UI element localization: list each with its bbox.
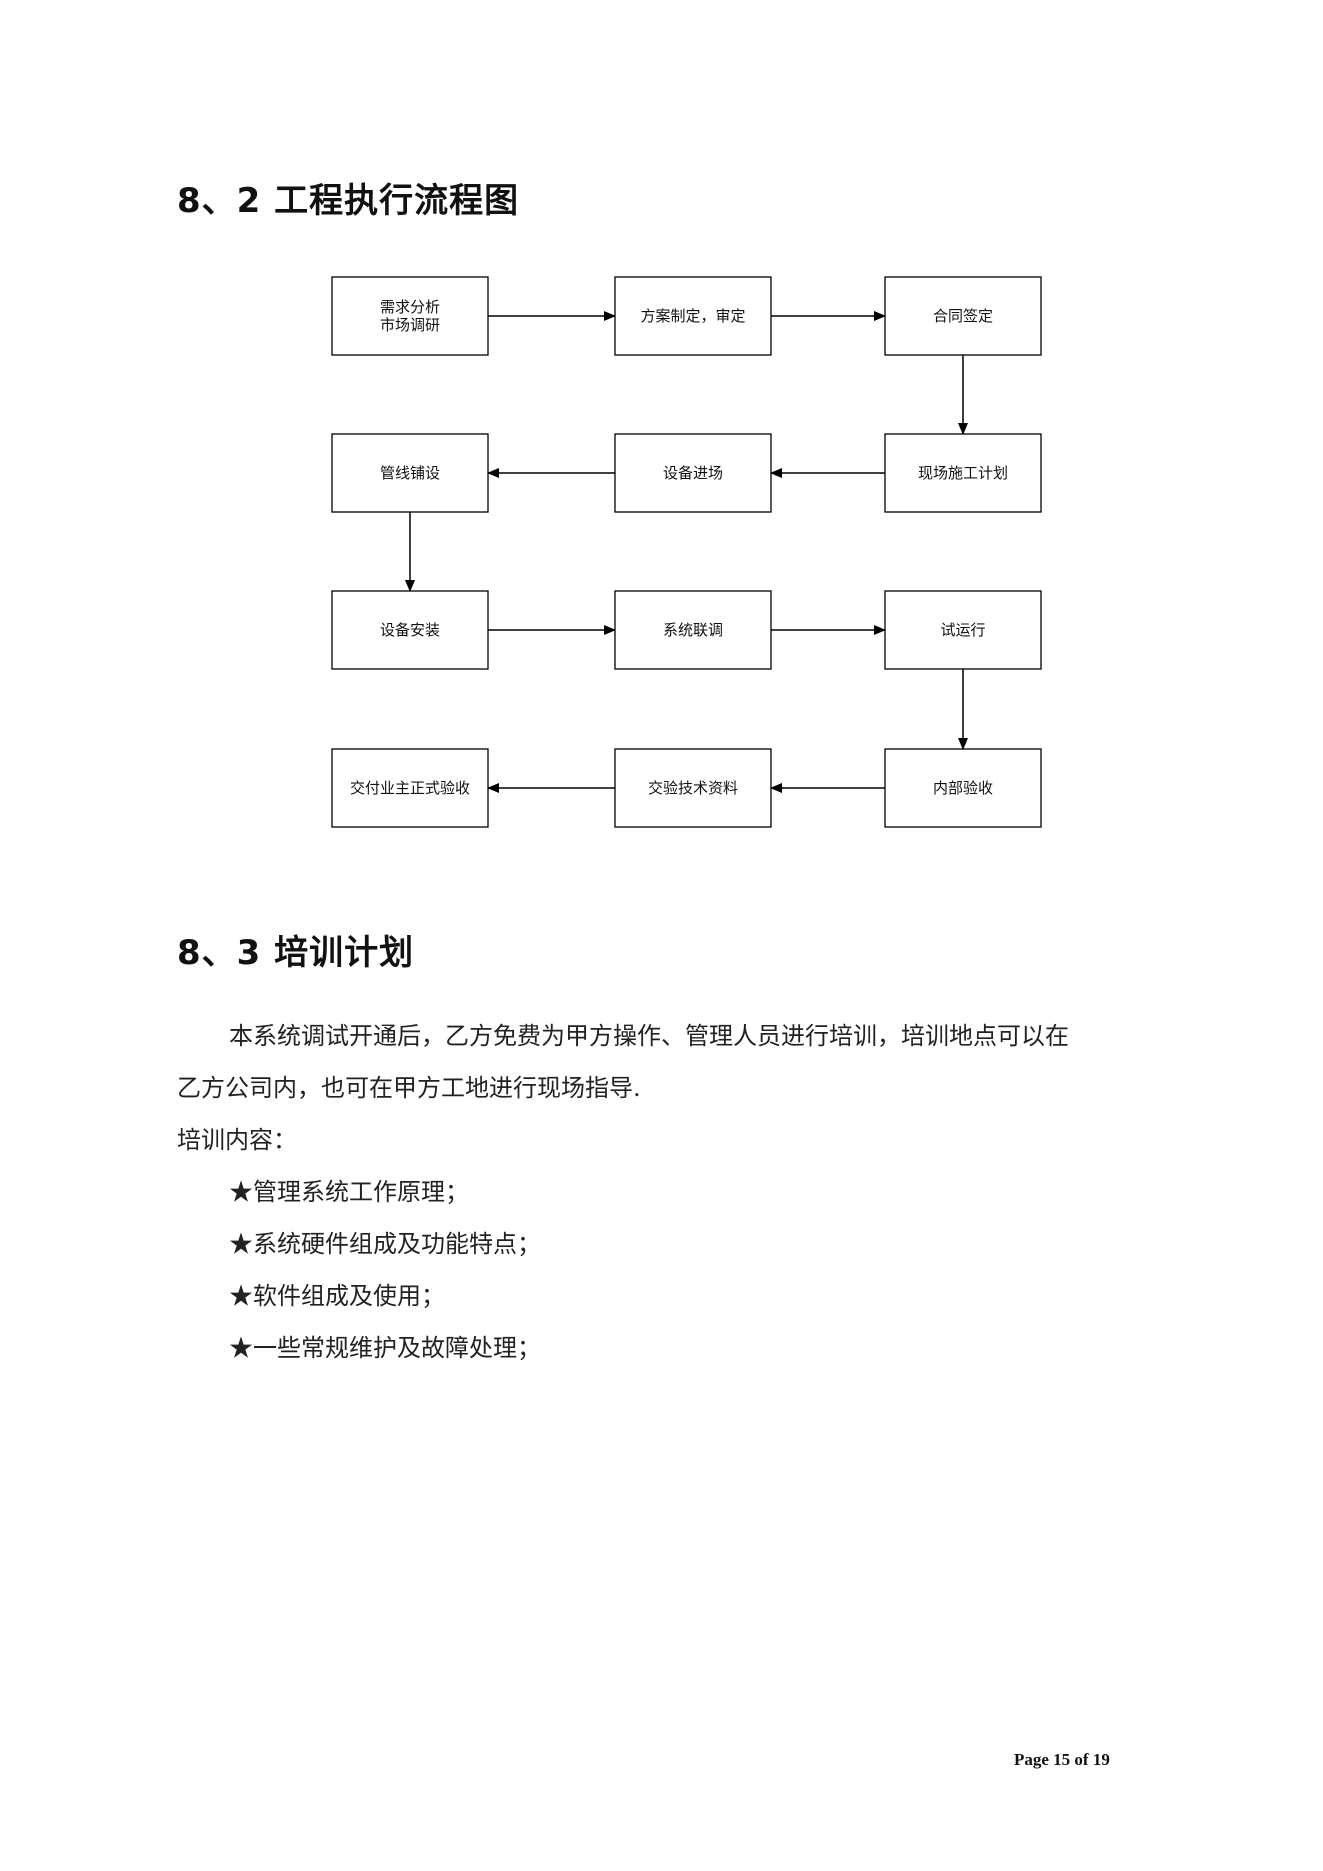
flow-node-label: 管线铺设 — [380, 464, 440, 482]
flow-node-box — [614, 433, 772, 513]
flow-node-label: 系统联调 — [663, 621, 723, 639]
flow-node: 方案制定，审定 — [614, 276, 772, 356]
flow-node-box — [614, 748, 772, 828]
page-number: Page 15 of 19 — [1014, 1750, 1110, 1769]
flow-node-box — [614, 590, 772, 670]
training-intro-line-2: 乙方公司内，也可在甲方工地进行现场指导. — [177, 1074, 641, 1102]
flow-node-label: 市场调研 — [380, 316, 440, 334]
flow-node-box — [884, 748, 1042, 828]
flow-node: 管线铺设 — [331, 433, 489, 513]
flow-node-label: 方案制定，审定 — [640, 307, 745, 325]
flow-node: 合同签定 — [884, 276, 1042, 356]
flow-node: 试运行 — [884, 590, 1042, 670]
flow-node-label: 设备进场 — [663, 464, 723, 482]
flow-node-label: 交付业主正式验收 — [350, 779, 470, 797]
flow-node-label: 试运行 — [940, 621, 985, 639]
section-title-flowchart: 8、2 工程执行流程图 — [177, 181, 520, 221]
section-title-training: 8、3 培训计划 — [177, 933, 415, 973]
flow-node: 内部验收 — [884, 748, 1042, 828]
flow-node-box — [884, 590, 1042, 670]
flow-node-label: 内部验收 — [933, 779, 993, 797]
flow-node-label: 设备安装 — [380, 621, 440, 639]
flow-node-label: 交验技术资料 — [648, 779, 738, 797]
training-item: ★一些常规维护及故障处理； — [229, 1334, 541, 1362]
flow-node-box — [331, 590, 489, 670]
flow-node-label: 需求分析 — [380, 298, 440, 316]
training-content: 本系统调试开通后，乙方免费为甲方操作、管理人员进行培训，培训地点可以在 乙方公司… — [177, 1010, 1157, 1374]
flow-node-label: 现场施工计划 — [918, 464, 1008, 482]
flow-node: 设备进场 — [614, 433, 772, 513]
training-item: ★软件组成及使用； — [229, 1282, 445, 1310]
training-item: ★系统硬件组成及功能特点； — [229, 1230, 541, 1258]
training-item: ★管理系统工作原理； — [229, 1178, 469, 1206]
flow-node: 现场施工计划 — [884, 433, 1042, 513]
flow-node: 交验技术资料 — [614, 748, 772, 828]
flow-node-box — [331, 276, 489, 356]
training-content-label: 培训内容： — [177, 1126, 297, 1154]
training-intro-line-1: 本系统调试开通后，乙方免费为甲方操作、管理人员进行培训，培训地点可以在 — [229, 1022, 1069, 1050]
flow-node-box — [331, 433, 489, 513]
flow-node-box — [614, 276, 772, 356]
flow-node-label: 合同签定 — [933, 307, 993, 325]
flow-node-box — [884, 433, 1042, 513]
flow-node: 系统联调 — [614, 590, 772, 670]
flow-node: 设备安装 — [331, 590, 489, 670]
flow-node: 交付业主正式验收 — [331, 748, 489, 828]
flow-node-box — [884, 276, 1042, 356]
flow-node-box — [331, 748, 489, 828]
